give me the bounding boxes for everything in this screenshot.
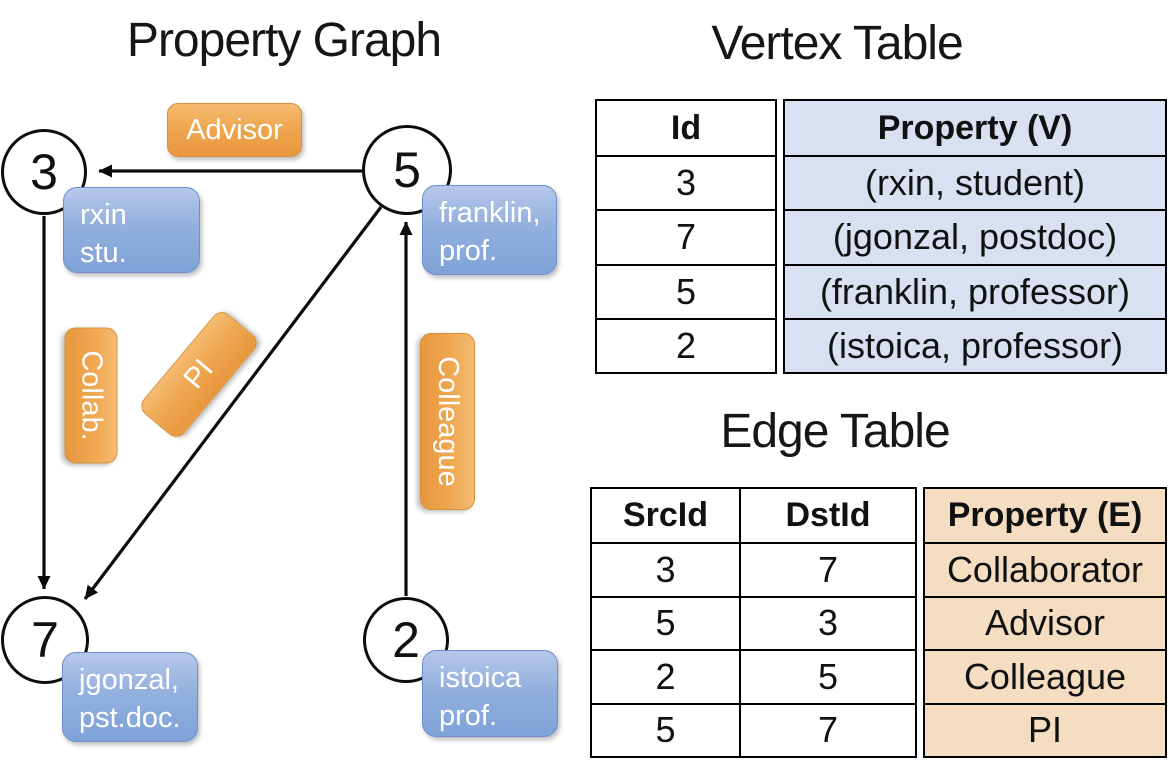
edge-dstid-cell: 7: [741, 542, 915, 595]
vertex-label-rxin: rxin stu.: [63, 187, 200, 273]
edge-property-cell: PI: [925, 702, 1165, 756]
vertex-id-cell: 2: [597, 317, 775, 372]
vertex-label-line: prof.: [439, 235, 498, 268]
vertex-label-line: prof.: [439, 700, 498, 733]
vertex-label-jgonzal: jgonzal, pst.doc.: [62, 652, 198, 742]
column-header: Id: [670, 108, 702, 147]
vertex-label-line: franklin,: [439, 197, 541, 229]
node-id: 7: [31, 612, 59, 668]
edge-label-advisor: Advisor: [167, 103, 302, 157]
table-gap: [917, 487, 923, 758]
edge-dstid-cell: 3: [741, 595, 915, 649]
table-gap: [777, 99, 783, 374]
vertex-property-column: Property (V) (rxin, student) (jgonzal, p…: [783, 99, 1167, 374]
vertex-property-cell: (jgonzal, postdoc): [785, 209, 1165, 264]
node-id: 2: [392, 612, 420, 668]
vertex-label-line: istoica: [439, 662, 522, 694]
column-header: Property (E): [925, 489, 1165, 543]
edge-label-text: PI: [177, 353, 220, 395]
vertex-label-line: jgonzal,: [79, 664, 179, 696]
edge-property-cell: Colleague: [925, 649, 1165, 703]
edge-srcid-cell: 3: [592, 542, 739, 595]
edge-table-title: Edge Table: [720, 405, 950, 458]
vertex-id-column: Id 3 7 5 2: [595, 99, 777, 374]
edge-label-text: Advisor: [186, 113, 283, 146]
edge-property-cell: Collaborator: [925, 542, 1165, 596]
edge-srcid-cell: 2: [592, 649, 739, 702]
vertex-label-franklin: franklin, prof.: [422, 185, 557, 275]
edge-srcid-cell: 5: [592, 702, 739, 756]
edge-label-text: Colleague: [432, 356, 464, 487]
vertex-label-istoica: istoica prof.: [422, 650, 558, 737]
vertex-label-line: pst.doc.: [79, 702, 181, 735]
vertex-id-cell: 3: [597, 155, 775, 209]
edge-table: SrcId 3 5 2 5 DstId 7 3 5 7 Property (E)…: [590, 487, 1167, 758]
vertex-property-cell: (franklin, professor): [785, 263, 1165, 318]
graph-edges-svg: [37, 164, 413, 600]
edge-dstid-cell: 7: [741, 702, 915, 756]
edge-label-colleague: Colleague: [420, 333, 475, 510]
edge-property-column: Property (E) Collaborator Advisor Collea…: [923, 487, 1167, 758]
edge-label-collab: Collab.: [64, 327, 118, 464]
vertex-table: Id 3 7 5 2 Property (V) (rxin, student) …: [595, 99, 1167, 374]
edge-srcid-cell: 5: [592, 595, 739, 649]
vertex-property-cell: (istoica, professor): [785, 317, 1165, 372]
vertex-label-line: stu.: [80, 237, 127, 270]
vertex-label-line: rxin: [80, 199, 127, 231]
column-header: DstId: [785, 496, 871, 535]
vertex-id-cell: 7: [597, 209, 775, 263]
vertex-id-cell: 5: [597, 263, 775, 318]
node-id: 3: [30, 144, 58, 200]
node-id: 5: [393, 142, 421, 198]
edge-dstid-column: DstId 7 3 5 7: [740, 487, 917, 758]
vertex-property-cell: (rxin, student): [785, 155, 1165, 210]
edge-dstid-cell: 5: [741, 649, 915, 702]
node-circle-5: 5: [362, 125, 452, 215]
edge-pi-arrow: [83, 206, 383, 600]
vertex-table-title: Vertex Table: [711, 17, 963, 70]
column-header: SrcId: [622, 496, 709, 535]
node-circle-2: 2: [363, 597, 449, 683]
property-graph-title: Property Graph: [126, 14, 442, 67]
column-header: Property (V): [785, 101, 1165, 156]
edge-srcid-column: SrcId 3 5 2 5: [590, 487, 740, 758]
edge-property-cell: Advisor: [925, 595, 1165, 650]
edge-label-text: Collab.: [75, 350, 108, 441]
